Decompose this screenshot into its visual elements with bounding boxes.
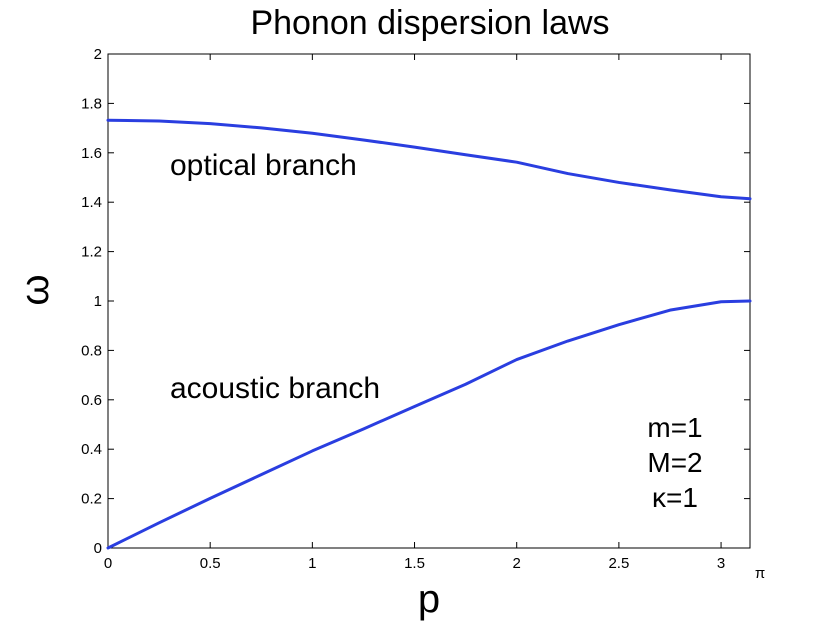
optical-branch-label: optical branch	[170, 149, 357, 182]
y-tick-label: 0.8	[81, 342, 102, 359]
y-tick-label: 1.6	[81, 145, 102, 162]
y-tick-label: 0.6	[81, 392, 102, 409]
x-tick-label: 0	[104, 555, 112, 572]
x-tick-label: 1	[308, 555, 316, 572]
y-tick-label: 2	[94, 46, 102, 63]
axis-ticks: 0 0.5 1 1.5 2 2.5 3 π 0 0.2 0.4 0.6 0.8 1 1.2 1.4 1.6 1.8…	[81, 46, 765, 582]
y-tick-label: 1	[94, 293, 102, 310]
acoustic-branch-label: acoustic branch	[170, 372, 380, 405]
x-tick-label: 2	[513, 555, 521, 572]
param-kappa: κ=1	[652, 482, 698, 513]
param-m: m=1	[647, 412, 702, 443]
x-axis-label: p	[418, 577, 440, 621]
x-tick-label: 2.5	[608, 555, 629, 572]
x-tick-label: 0.5	[200, 555, 221, 572]
x-tick-label: 1.5	[404, 555, 425, 572]
y-tick-label: 1.2	[81, 244, 102, 261]
x-tick-label: 3	[717, 555, 725, 572]
acoustic-branch-line	[106, 299, 752, 550]
y-tick-label: 0.4	[81, 441, 102, 458]
param-M: M=2	[647, 447, 702, 478]
chart-title: Phonon dispersion laws	[250, 4, 609, 42]
series-group	[106, 118, 752, 550]
y-tick-label: 1.4	[81, 194, 102, 211]
optical-branch-line	[106, 118, 752, 201]
x-tick-label-pi: π	[755, 565, 765, 582]
y-axis-label: ω	[13, 274, 57, 305]
y-tick-label: 0.2	[81, 491, 102, 508]
y-tick-label: 1.8	[81, 95, 102, 112]
plot-area	[107, 53, 751, 549]
y-tick-label: 0	[94, 540, 102, 557]
